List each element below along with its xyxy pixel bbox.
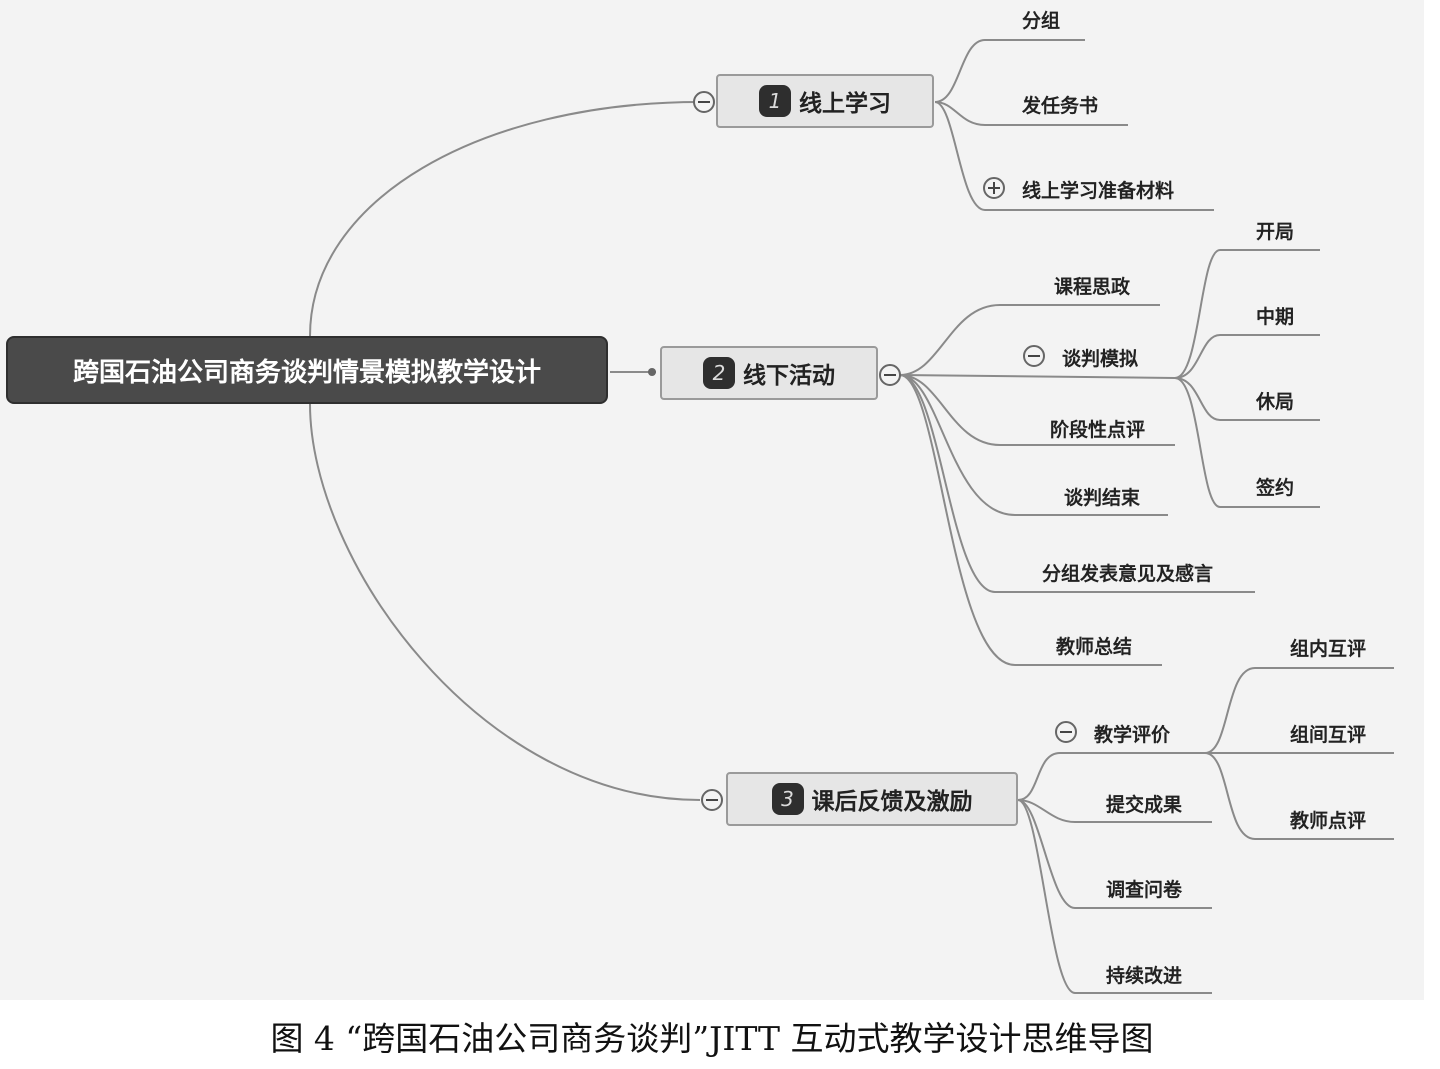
branch-feedback-incentive[interactable]: 3 课后反馈及激励 [726,772,1018,826]
node-peer-in-group[interactable]: 组内互评 [1290,638,1367,660]
node-teacher-summary[interactable]: 教师总结 [1056,636,1133,658]
root-topic[interactable]: 跨国石油公司商务谈判情景模拟教学设计 [6,336,608,404]
figure-caption: 图 4 “跨国石油公司商务谈判”JITT 互动式教学设计思维导图 [270,1019,1154,1058]
node-middle[interactable]: 中期 [1256,306,1295,328]
number-badge-1: 1 [759,85,791,117]
branch-label: 线下活动 [743,363,835,389]
node-teaching-eval[interactable]: 教学评价 [1094,724,1171,746]
number-badge-3: 3 [771,783,804,815]
node-negotiation-sim[interactable]: 谈判模拟 [1062,348,1139,370]
node-grouping[interactable]: 分组 [1022,10,1061,32]
node-opening[interactable]: 开局 [1256,221,1295,243]
branch-label: 课后反馈及激励 [811,789,973,815]
node-submit-results[interactable]: 提交成果 [1106,794,1183,816]
number-badge-2: 2 [703,357,735,389]
node-improvement[interactable]: 持续改进 [1106,965,1183,987]
mindmap-canvas: 跨国石油公司商务谈判情景模拟教学设计 1 线上学习 2 线下活动 3 课后反馈及… [0,0,1424,1000]
node-ideology[interactable]: 课程思政 [1054,276,1131,298]
node-recess[interactable]: 休局 [1256,391,1295,413]
node-group-opinions[interactable]: 分组发表意见及感言 [1042,563,1214,585]
branch-online-learning[interactable]: 1 线上学习 [716,74,934,128]
connector-lines [309,39,1394,994]
branch-label: 线上学习 [799,91,891,117]
branch-offline-activities[interactable]: 2 线下活动 [660,346,878,400]
node-stage-review[interactable]: 阶段性点评 [1050,419,1146,441]
node-signing[interactable]: 签约 [1256,477,1295,499]
node-online-materials[interactable]: 线上学习准备材料 [1022,180,1175,202]
node-peer-between-groups[interactable]: 组间互评 [1290,724,1367,746]
node-teacher-review[interactable]: 教师点评 [1290,810,1367,832]
node-survey[interactable]: 调查问卷 [1106,879,1183,901]
node-negotiation-end[interactable]: 谈判结束 [1064,487,1141,509]
node-assign-task[interactable]: 发任务书 [1022,95,1099,117]
